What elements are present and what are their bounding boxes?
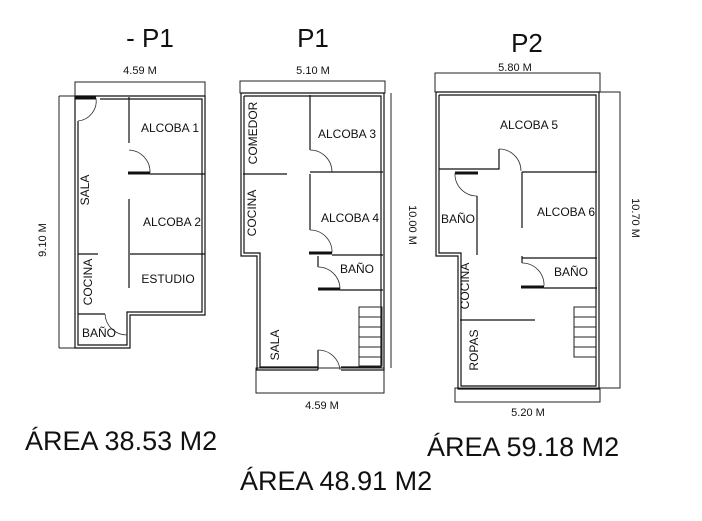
outer-wall (74, 95, 206, 349)
top-dimension: 4.59 M (123, 65, 157, 77)
stairs (573, 306, 597, 358)
area-label: ÁREA 38.53 M2 (25, 426, 217, 456)
room-label-bano: BAÑO (554, 265, 588, 279)
top-dimension-box (74, 81, 206, 97)
outer-wall (241, 92, 385, 371)
top-dimension-box (239, 80, 386, 94)
room-label-bano: BAÑO (82, 326, 116, 340)
top-dimension: 5.10 M (296, 65, 330, 77)
plan-first-floor: P1 5.10 M 4.59 M 10.00 M (239, 23, 432, 496)
wall (439, 149, 500, 170)
room-label-cocina: COCINA (81, 259, 95, 306)
plan-second-floor: P2 5.80 M 5.20 M 10.70 M ALCOBA 5 B (427, 28, 641, 462)
room-label-estudio: ESTUDIO (141, 272, 194, 286)
area-label: ÁREA 59.18 M2 (427, 432, 619, 462)
plan-title: P2 (511, 28, 543, 58)
plan-basement: - P1 4.59 M 9.10 M ALCOBA 1 ALCOBA 2 EST… (25, 23, 217, 456)
door-arc (317, 349, 341, 371)
room-label-bano: BAÑO (340, 262, 374, 276)
outer-wall (240, 93, 318, 371)
room-label-sala: SALA (268, 330, 282, 361)
door-arc (104, 313, 128, 336)
plan-title: - P1 (126, 23, 174, 53)
room-label-cocina: COCINA (458, 263, 472, 310)
outer-wall (435, 91, 600, 390)
door-arc (454, 172, 478, 197)
top-dimension-box (434, 72, 601, 93)
stairs (358, 306, 383, 367)
side-dimension: 10.00 M (406, 205, 418, 245)
room-label-alcoba-1: ALCOBA 1 (141, 121, 199, 135)
door-arc (309, 149, 333, 173)
bottom-dimension: 4.59 M (305, 400, 339, 412)
room-label-ropas: ROPAS (467, 329, 481, 370)
door-arc (309, 229, 333, 254)
outer-wall-inner (244, 95, 382, 368)
outer-wall-inner (243, 96, 318, 368)
plan-title: P1 (297, 23, 329, 53)
side-dimension: 9.10 M (37, 223, 49, 257)
door-arc (317, 266, 341, 290)
door-arc (521, 262, 545, 287)
room-label-sala: SALA (78, 175, 92, 206)
outer-wall-inner (77, 98, 203, 346)
area-label: ÁREA 48.91 M2 (240, 466, 432, 496)
outer-wall-inner (438, 94, 597, 387)
room-label-bano: BAÑO (441, 212, 475, 226)
top-dimension: 5.80 M (498, 62, 532, 74)
bottom-dimension-box (454, 387, 601, 403)
room-label-alcoba-4: ALCOBA 4 (321, 211, 379, 225)
door-arc (77, 97, 97, 122)
bottom-dimension: 5.20 M (511, 407, 545, 419)
bottom-dimension-box (255, 367, 385, 394)
room-label-alcoba-6: ALCOBA 6 (537, 205, 595, 219)
room-label-cocina: COCINA (245, 190, 259, 237)
side-dimension: 10.70 M (629, 198, 641, 238)
side-dimension-line (598, 91, 621, 389)
room-label-comedor: COMEDOR (246, 101, 260, 164)
door-arc (498, 148, 522, 172)
room-label-alcoba-5: ALCOBA 5 (500, 118, 558, 132)
room-label-alcoba-2: ALCOBA 2 (143, 215, 201, 229)
room-label-alcoba-3: ALCOBA 3 (318, 127, 376, 141)
door-arc (128, 149, 151, 174)
